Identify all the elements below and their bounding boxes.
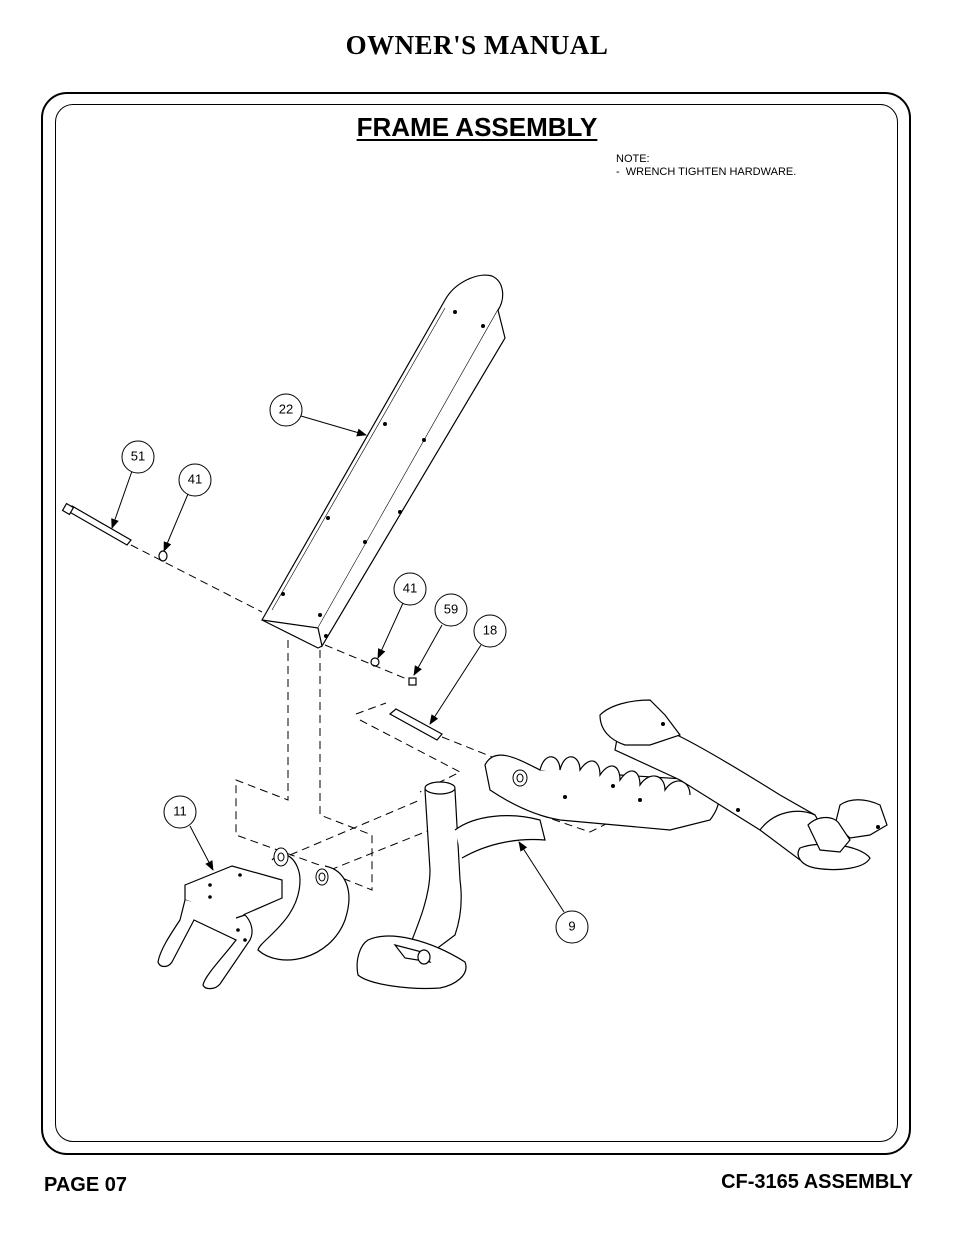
alignment-lines [130,544,611,891]
callout-11-circle [163,795,197,829]
section-title: FRAME ASSEMBLY [356,112,598,142]
page-frame-inner [55,104,898,1142]
callout-41a-circle [178,463,212,497]
manual-title: OWNER'S MANUAL [345,30,609,60]
callout-59-label: 59 [444,602,458,617]
callout-9-circle [555,910,589,944]
part-41-washer-left [158,550,168,562]
page-frame-outer [41,92,911,1155]
callout-59-circle [434,593,468,627]
callout-51-label: 51 [131,449,145,464]
part-18-pin [388,708,443,741]
part-51-bolt [61,502,132,546]
callout-11-label: 11 [173,804,187,819]
note-line: - WRENCH TIGHTEN HARDWARE. [616,166,797,178]
callout-22-label: 22 [279,402,293,417]
part-22-back-plate [261,274,506,649]
callout-18-circle [473,614,507,648]
callout-41b-label: 41 [403,581,417,596]
callout-41a-label: 41 [188,472,202,487]
assembly-note: NOTE: - WRENCH TIGHTEN HARDWARE. [616,153,796,179]
model-assembly-label: CF-3165 ASSEMBLY [721,1171,913,1193]
part-9-main-frame [356,699,888,989]
part-59-nut [408,677,417,686]
note-heading: NOTE: [616,153,650,165]
page-number: PAGE 07 [44,1174,127,1196]
part-41-washer-right [370,657,380,667]
callout-18-label: 18 [483,623,497,638]
callout-22-circle [269,393,303,427]
callout-41b-circle [393,572,427,606]
callout-9-label: 9 [568,919,575,934]
callout-51-circle [121,440,155,474]
